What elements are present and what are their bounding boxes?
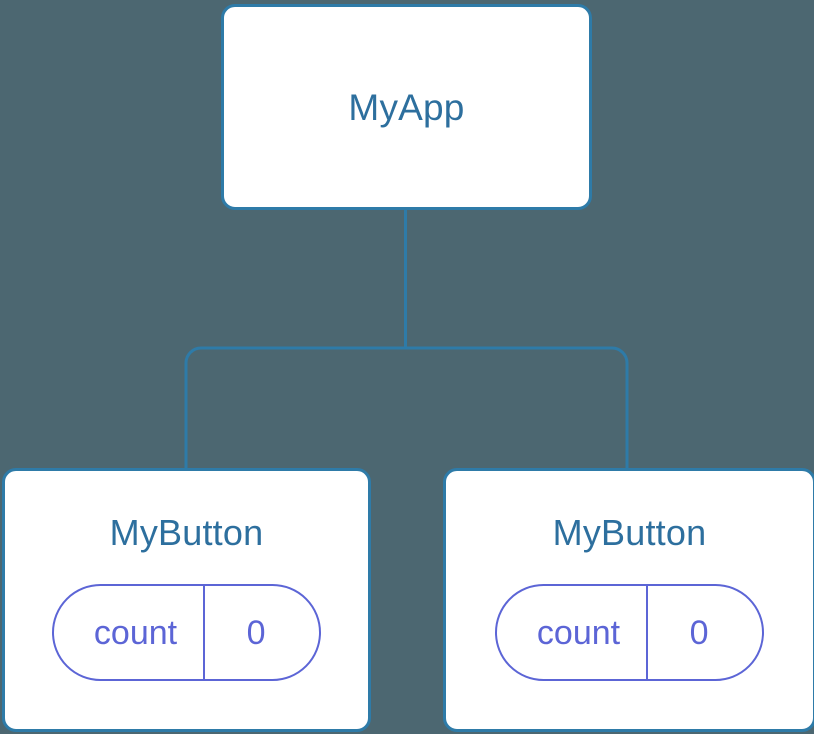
state-pill-divider bbox=[203, 586, 206, 679]
state-pill-value: 0 bbox=[246, 613, 266, 652]
edge-branch-right bbox=[405, 346, 629, 470]
node-myapp[interactable]: MyApp bbox=[221, 4, 592, 210]
node-mybutton-right[interactable]: MyButton count 0 bbox=[443, 468, 814, 732]
node-mybutton-left-title: MyButton bbox=[109, 512, 264, 553]
state-pill-divider bbox=[646, 586, 649, 679]
node-mybutton-left[interactable]: MyButton count 0 bbox=[2, 468, 371, 732]
state-pill-key: count bbox=[536, 613, 621, 652]
node-myapp-title: MyApp bbox=[348, 86, 465, 128]
edge-branch-left bbox=[184, 346, 406, 470]
state-pill-count-right[interactable]: count 0 bbox=[494, 584, 765, 681]
state-pill-count-left[interactable]: count 0 bbox=[51, 584, 322, 681]
state-pill-value: 0 bbox=[689, 613, 709, 652]
state-pill-key: count bbox=[93, 613, 178, 652]
node-mybutton-right-title: MyButton bbox=[552, 512, 707, 553]
